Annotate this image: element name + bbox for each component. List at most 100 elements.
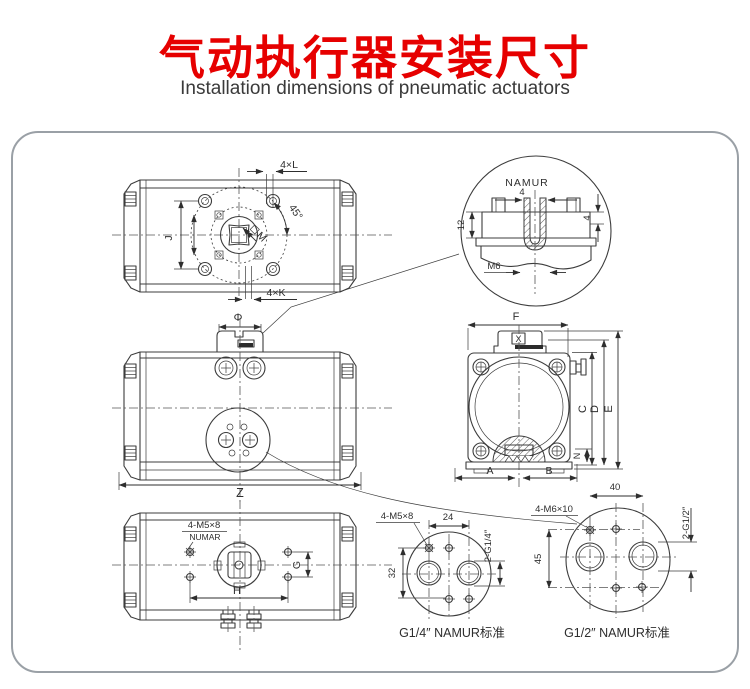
foot xyxy=(473,468,489,474)
thread-label: 4-M5×8 xyxy=(188,520,220,531)
mount-pad xyxy=(254,250,264,260)
dim-4xL: 4×L xyxy=(247,159,307,207)
end-cap-screw xyxy=(341,526,354,542)
dim-45: 45 xyxy=(533,529,552,589)
ports-label: 2-G1/2″ xyxy=(681,506,692,539)
label-4-M5x8-flange: 4-M5×8 xyxy=(376,511,428,546)
side-view: F X xyxy=(454,311,623,490)
dim-label-C: C xyxy=(577,405,589,413)
dim-2-G14: 2-G1/4″ xyxy=(474,529,505,587)
content-border xyxy=(11,131,739,673)
side-view-boss: X xyxy=(493,330,547,353)
air-ports xyxy=(214,356,266,380)
dim-label-45: 45 xyxy=(533,554,544,565)
page-subtitle: Installation dimensions of pneumatic act… xyxy=(180,78,570,99)
mount-pad xyxy=(214,210,224,220)
m6-hole xyxy=(609,581,623,595)
m6-hole xyxy=(635,580,649,594)
corner-screw xyxy=(472,358,490,376)
bolt-hole xyxy=(197,261,213,277)
end-cap-screw xyxy=(124,363,137,379)
end-cap-screw xyxy=(124,526,137,542)
m5-hole xyxy=(442,541,456,555)
dim-D: D xyxy=(548,339,609,466)
dim-label-G: G xyxy=(291,561,303,569)
bottom-view: 4-M5×8 NUMAR G H xyxy=(112,500,392,652)
end-cap-screw xyxy=(124,265,137,281)
dim-label-4top: 4 xyxy=(519,187,524,198)
dim-label-B: B xyxy=(545,465,552,477)
dim-N: N xyxy=(572,448,592,463)
dim-32: 32 xyxy=(387,547,445,599)
namur-section xyxy=(475,190,597,294)
dim-40: 40 xyxy=(589,482,644,499)
numar-note: NUMAR xyxy=(189,532,220,542)
label-4-M6x10: 4-M6×10 xyxy=(531,504,587,528)
leader-flange xyxy=(265,451,578,525)
tapped-hole xyxy=(183,545,197,559)
dim-B: B xyxy=(522,464,578,482)
bolt-hole xyxy=(197,193,213,209)
m6-hole xyxy=(583,523,597,537)
dim-E: E xyxy=(544,330,623,470)
dim-label-E: E xyxy=(603,405,615,412)
dim-label-4xL: 4×L xyxy=(280,159,298,171)
page-title: 气动执行器安装尺寸 xyxy=(159,32,591,84)
square-drive-star xyxy=(228,224,250,246)
front-view-boss xyxy=(216,330,264,352)
tapped-slot xyxy=(523,197,547,251)
shaft-hub xyxy=(213,541,266,589)
dim-label-X: X xyxy=(515,334,521,344)
dim-label-24: 24 xyxy=(443,512,454,523)
dim-G: G xyxy=(291,551,313,578)
flange-g12: 40 4-M6×10 45 2-G1/2″ G1/2″ NAMUR标准 xyxy=(531,482,697,640)
m5-hole xyxy=(462,592,476,606)
label-4-M5x8: 4-M5×8 NUMAR xyxy=(182,520,227,550)
m6-hole xyxy=(609,522,623,536)
air-fittings xyxy=(220,606,262,633)
bottom-view-centerlines xyxy=(112,500,392,652)
square-symbol xyxy=(249,224,260,235)
dim-label-A: A xyxy=(486,465,493,477)
top-view: J 4×L 45° M 4×K xyxy=(112,159,392,303)
end-cap-screw xyxy=(341,363,354,379)
dim-label-4xK: 4×K xyxy=(267,287,286,299)
dim-J: J xyxy=(163,200,198,270)
leader-namur xyxy=(262,253,460,334)
dim-M6: M6 xyxy=(484,261,566,276)
dim-label-40: 40 xyxy=(610,482,621,493)
tapped-hole xyxy=(281,545,295,559)
m5-hole xyxy=(442,592,456,606)
end-cap-screw xyxy=(341,445,354,461)
end-cap-screw xyxy=(341,265,354,281)
dim-label-12: 12 xyxy=(456,220,467,231)
thread-label: 4-M5×8 xyxy=(381,511,413,522)
front-view: Φ xyxy=(112,312,392,502)
dim-label-J: J xyxy=(163,235,175,240)
foot xyxy=(549,468,565,474)
dim-4xK: 4×K xyxy=(228,266,297,303)
dim-label-F: F xyxy=(513,311,520,323)
dim-label-H: H xyxy=(233,585,241,597)
end-cap-screw xyxy=(124,592,137,608)
dim-C: C xyxy=(572,351,597,466)
top-view-body xyxy=(123,179,357,293)
front-view-centerlines xyxy=(112,318,392,502)
dim-24: 24 xyxy=(428,512,470,529)
thread-label: 4-M6×10 xyxy=(535,504,573,515)
dim-A: A xyxy=(454,465,516,482)
detail-bubble xyxy=(460,155,612,307)
caption-g14: G1/4″ NAMUR标准 xyxy=(399,626,505,640)
bottom-flange-circle xyxy=(205,407,271,473)
ports-label: 2-G1/4″ xyxy=(483,529,494,562)
dim-label-D: D xyxy=(589,405,601,413)
end-cap-screw xyxy=(341,592,354,608)
dim-H: H xyxy=(189,581,289,603)
caption-g12: G1/2″ NAMUR标准 xyxy=(564,626,670,640)
air-fitting xyxy=(220,606,236,633)
dim-step-4: 4 xyxy=(582,194,604,242)
dim-slot-width: 4 xyxy=(495,187,577,203)
side-port-fitting xyxy=(569,360,577,375)
